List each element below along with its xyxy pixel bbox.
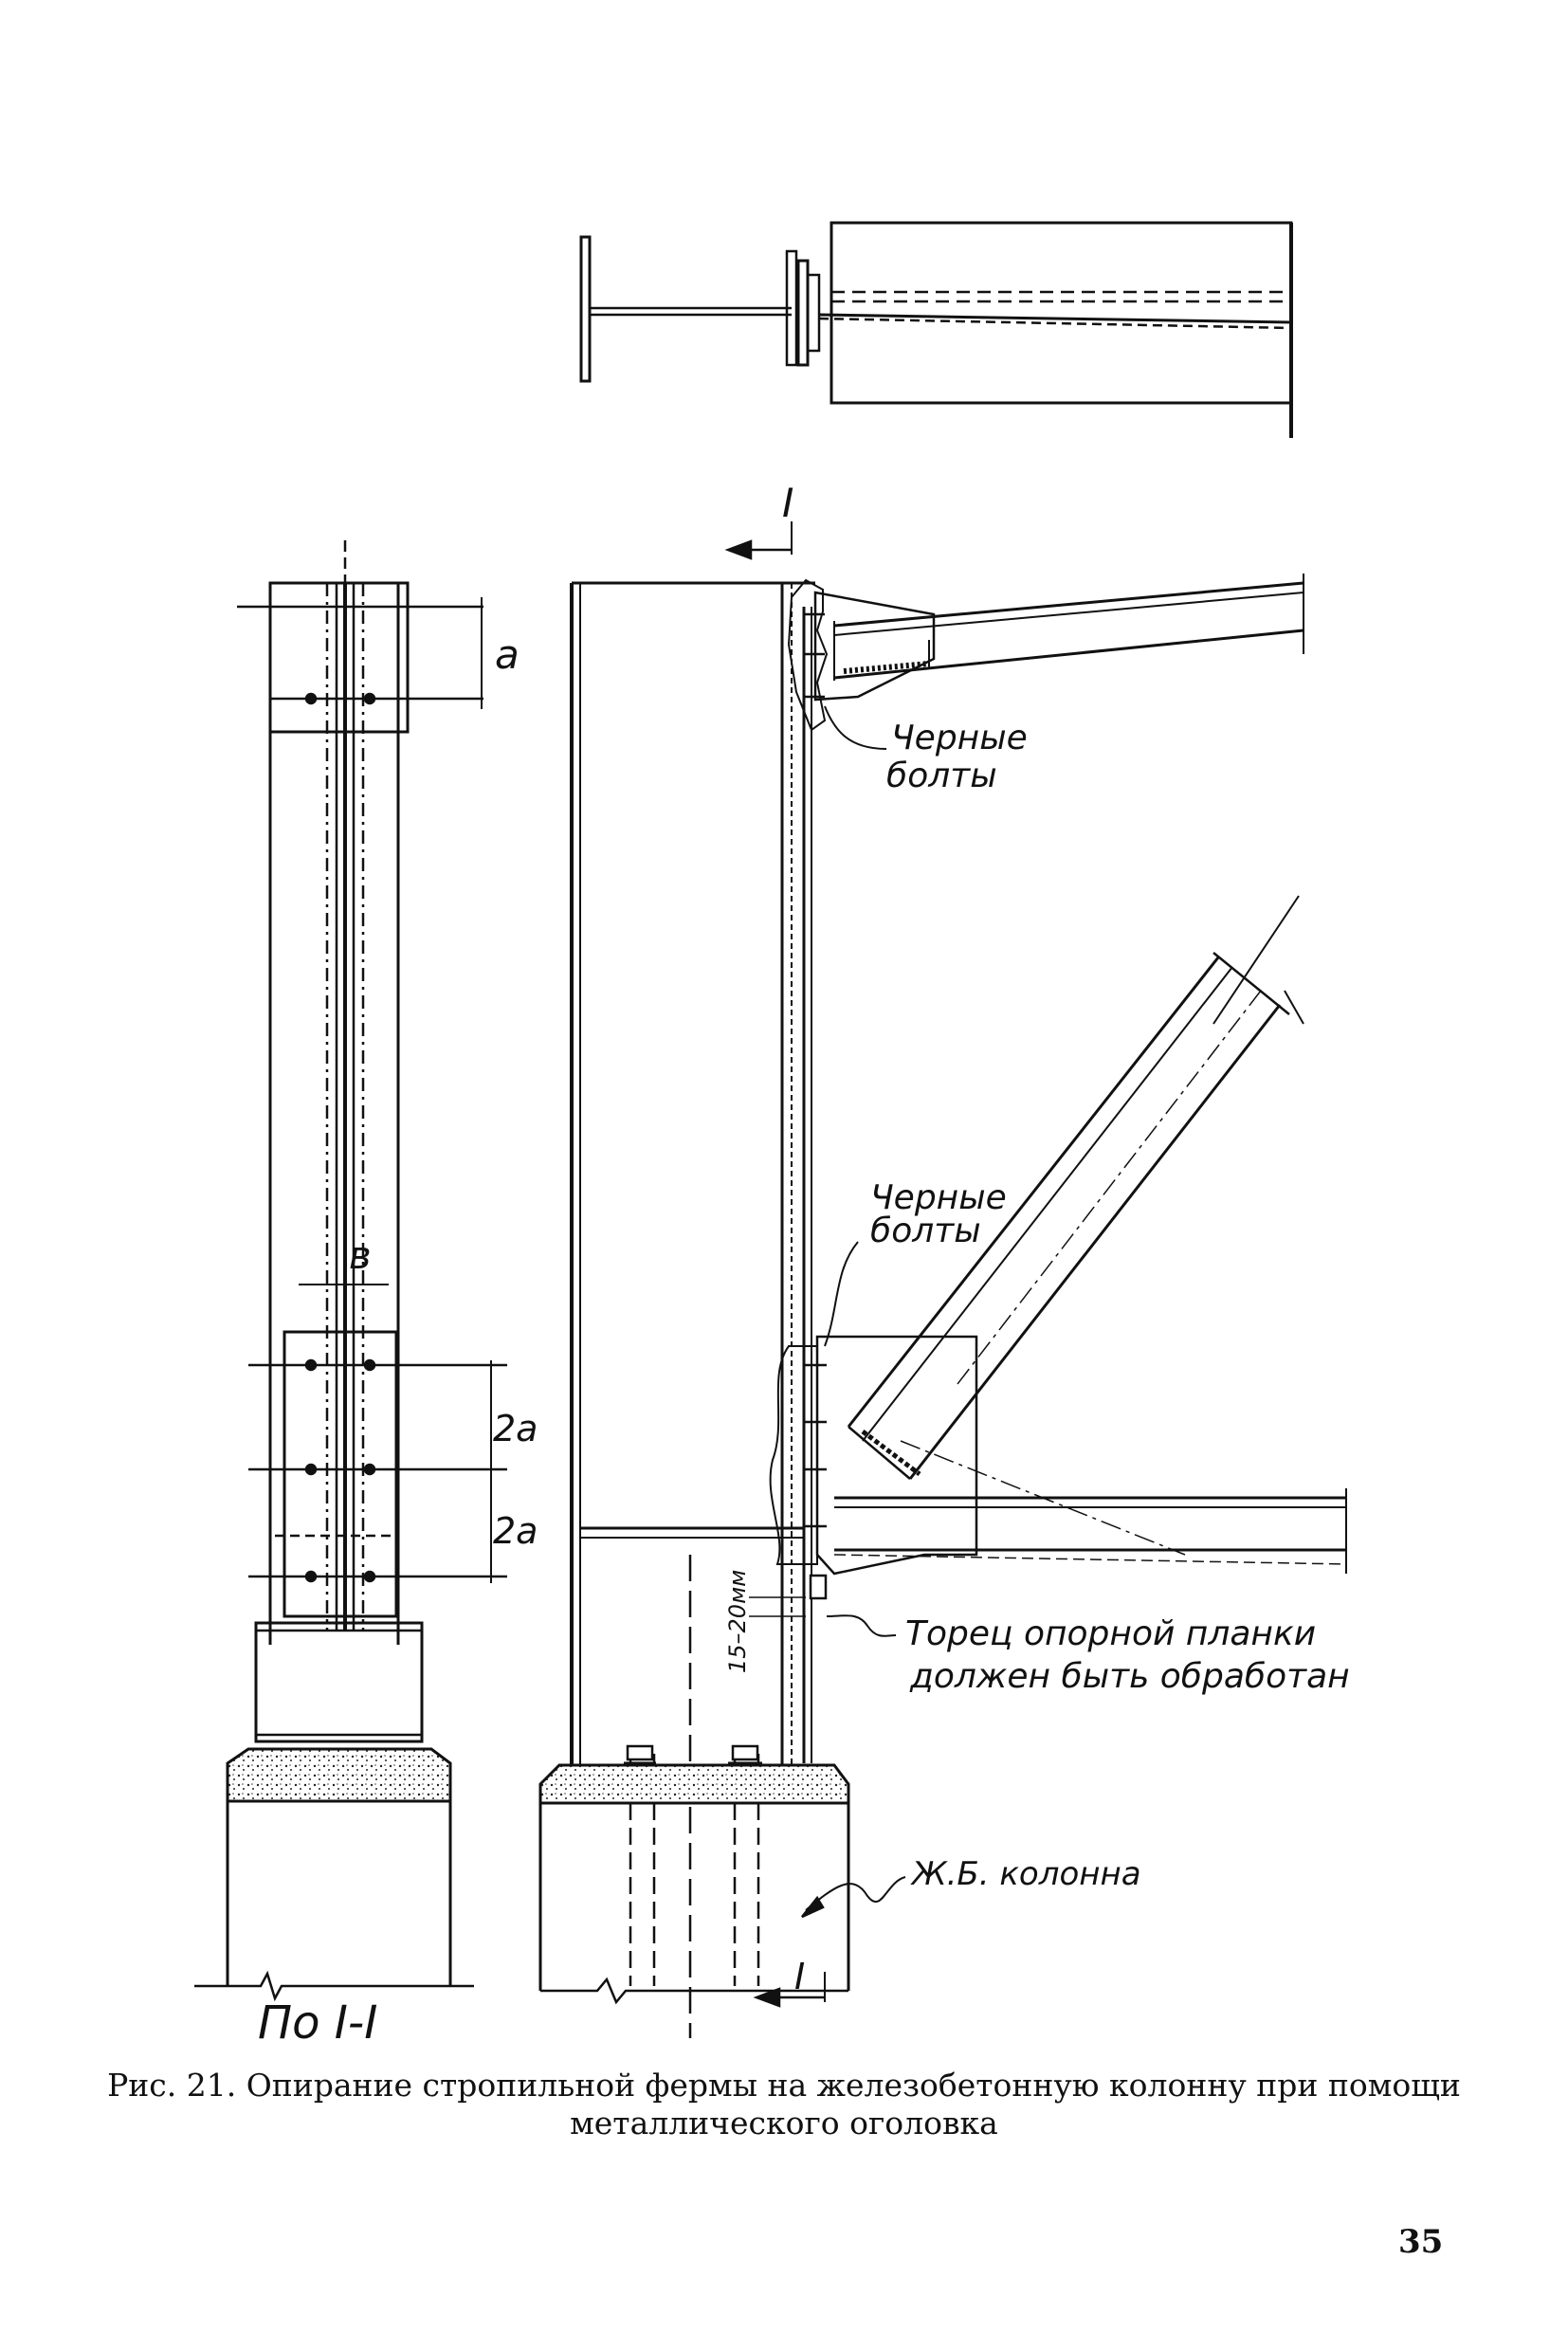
section-mark-bottom: I [794,1956,805,1997]
gap-dimension-label: 15–20мм [724,1570,751,1673]
caption-line-1: Рис. 21. Опирание стропильной фермы на ж… [107,2067,1461,2104]
black-bolts-lower-label-line1: Черные [870,1178,1007,1217]
section-view [194,540,507,2002]
plan-view [579,221,1293,438]
end-plate-note-line1: Торец опорной планки [905,1614,1316,1653]
rc-column-label: Ж.Б. колонна [910,1855,1141,1893]
end-plate-note-line2: должен быть обработан [909,1657,1350,1696]
page-number: 35 [1398,2223,1444,2261]
black-bolts-upper-label-line1: Черные [891,719,1028,757]
caption-line-2: металлического оголовка [570,2105,998,2141]
black-bolts-upper-label-line2: болты [886,756,997,795]
dimension-2a-lower-label: 2a [493,1510,538,1552]
drawing-labels: I I a в 2a 2a Черные болты Черные болты … [258,480,1350,2050]
dimension-a-label: a [495,631,520,678]
section-mark-top: I [782,480,793,526]
dimension-b-label: в [349,1234,372,1278]
dimension-2a-upper-label: 2a [493,1408,538,1449]
figure-caption: Рис. 21. Опирание стропильной фермы на ж… [0,2067,1568,2142]
elevation-view [538,521,1347,2038]
black-bolts-lower-label-line2: болты [870,1212,981,1250]
section-view-label: По I-I [258,1996,377,2050]
